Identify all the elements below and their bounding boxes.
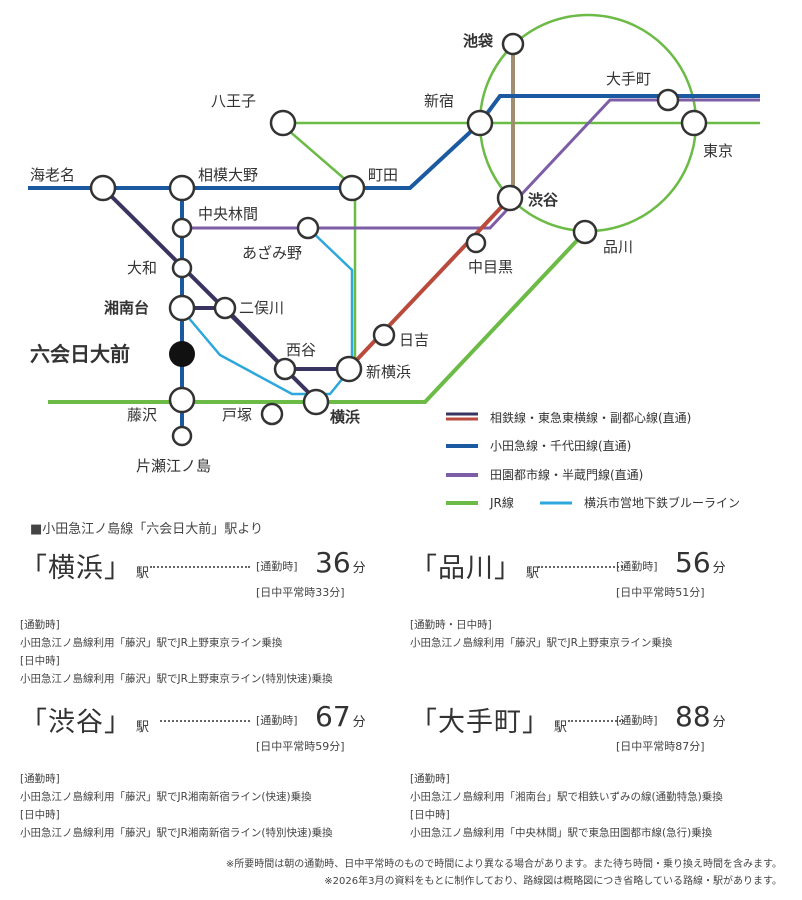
label-azamino: あざみ野 — [242, 244, 302, 262]
dest-name: 「品川」駅 — [410, 553, 541, 584]
station-chuorinkan — [171, 217, 193, 239]
offpeak-time: [日中平常時51分] — [616, 586, 705, 599]
label-hiyoshi: 日吉 — [399, 331, 429, 349]
label-machida: 町田 — [368, 166, 398, 184]
label-nishiya: 西谷 — [286, 341, 316, 359]
legend-label-blueline: 横浜市営地下鉄ブルーライン — [584, 495, 740, 510]
label-hachioji: 八王子 — [211, 92, 256, 110]
station-tokyo — [680, 109, 708, 137]
commute-tag: [通勤時] — [616, 714, 658, 727]
section-title: ■小田急江ノ島線「六会日大前」駅より — [30, 522, 264, 537]
station-machida — [338, 174, 366, 202]
leader-dots — [150, 566, 250, 568]
label-ebina: 海老名 — [30, 166, 75, 184]
commute-tag: [通勤時] — [616, 560, 658, 573]
station-futamatagawa — [213, 296, 237, 320]
station-shonandai — [168, 294, 196, 322]
label-sagamiono: 相模大野 — [198, 166, 258, 184]
offpeak-time: [日中平常時59分] — [256, 740, 345, 753]
station-markers — [89, 32, 708, 447]
denentoshi-line — [182, 98, 760, 230]
station-mutsuai — [169, 341, 195, 367]
offpeak-time: [日中平常時87分] — [616, 740, 705, 753]
station-hachioji — [269, 109, 297, 137]
station-yokohama — [302, 388, 330, 416]
station-shinyokohama — [335, 355, 363, 383]
label-yamato: 大和 — [127, 259, 157, 277]
dest-name: 「横浜」駅 — [20, 553, 151, 584]
label-tokyo: 東京 — [703, 142, 733, 160]
label-shibuya: 渋谷 — [528, 191, 559, 209]
label-katase: 片瀬江ノ島 — [136, 457, 211, 475]
label-fujisawa: 藤沢 — [127, 406, 157, 424]
sotetsu-izumino-line — [182, 306, 350, 371]
station-azamino — [296, 216, 320, 240]
legend-label-odakyu: 小田急線・千代田線(直通) — [490, 438, 631, 453]
label-shinjuku: 新宿 — [424, 92, 454, 110]
label-otemachi: 大手町 — [606, 70, 651, 88]
leader-dots — [538, 566, 626, 568]
label-ikebukuro: 池袋 — [463, 32, 494, 50]
route-notes: [通勤時] 小田急江ノ島線利用「藤沢」駅でJR湘南新宿ライン(快速)乗換 [日中… — [20, 773, 333, 839]
dest-name: 「渋谷」駅 — [20, 707, 151, 738]
label-nakameguro: 中目黒 — [468, 258, 513, 276]
commute-tag: [通勤時] — [256, 714, 298, 727]
commute-tag: [通勤時] — [256, 560, 298, 573]
station-hiyoshi — [372, 323, 396, 347]
legend: 相鉄線・東急東横線・副都心線(直通) 小田急線・千代田線(直通) 田園都市線・半… — [446, 410, 740, 510]
station-ebina — [89, 174, 117, 202]
label-shinagawa: 品川 — [603, 238, 633, 256]
station-nishiya — [273, 357, 297, 381]
legend-label-denentoshi: 田園都市線・半蔵門線(直通) — [490, 467, 643, 482]
station-sagamiono — [168, 174, 196, 202]
label-shinyokohama: 新横浜 — [366, 363, 411, 381]
station-nakameguro — [465, 232, 487, 254]
legend-label-sotetsu: 相鉄線・東急東横線・副都心線(直通) — [490, 410, 691, 425]
station-yamato — [171, 257, 193, 279]
station-otemachi — [656, 88, 680, 112]
station-shibuya — [496, 184, 524, 212]
label-totsuka: 戸塚 — [222, 406, 252, 424]
offpeak-time: [日中平常時33分] — [256, 586, 345, 599]
dest-name: 「大手町」駅 — [410, 707, 569, 738]
label-yokohama: 横浜 — [330, 408, 360, 426]
footnote-1: ※所要時間は朝の通勤時、日中平常時のもので時間により異なる場合があります。また待… — [225, 859, 782, 870]
route-notes: [通勤時] 小田急江ノ島線利用「藤沢」駅でJR上野東京ライン乗換 [日中時] 小… — [20, 619, 333, 685]
label-futamatagawa: 二俣川 — [239, 299, 284, 317]
label-shonandai: 湘南台 — [104, 299, 149, 317]
route-map: 池袋 大手町 八王子 新宿 東京 海老名 相模大野 町田 渋谷 中央林間 あざみ… — [28, 13, 760, 510]
blueline — [181, 227, 354, 396]
leader-dots — [568, 720, 624, 722]
footnote-2: ※2026年3月の資料をもとに制作しており、路線図は概略図につき省略している路線… — [324, 876, 782, 887]
route-notes: [通勤時] 小田急江ノ島線利用「湘南台」駅で相鉄いずみの線(通勤特急)乗換 [日… — [410, 773, 723, 839]
label-mutsuai: 六会日大前 — [30, 342, 130, 366]
legend-label-jr: JR線 — [489, 495, 514, 510]
station-shinagawa — [572, 219, 598, 245]
toyoko-line — [348, 196, 512, 369]
route-notes: [通勤時・日中時] 小田急江ノ島線利用「藤沢」駅でJR上野東京ライン乗換 — [410, 619, 673, 649]
station-shinjuku — [466, 109, 494, 137]
station-katase — [171, 425, 193, 447]
label-chuorinkan: 中央林間 — [198, 205, 258, 223]
station-ikebukuro — [501, 32, 525, 56]
station-totsuka — [260, 402, 284, 426]
leader-dots — [160, 720, 250, 722]
station-fujisawa — [168, 386, 196, 414]
